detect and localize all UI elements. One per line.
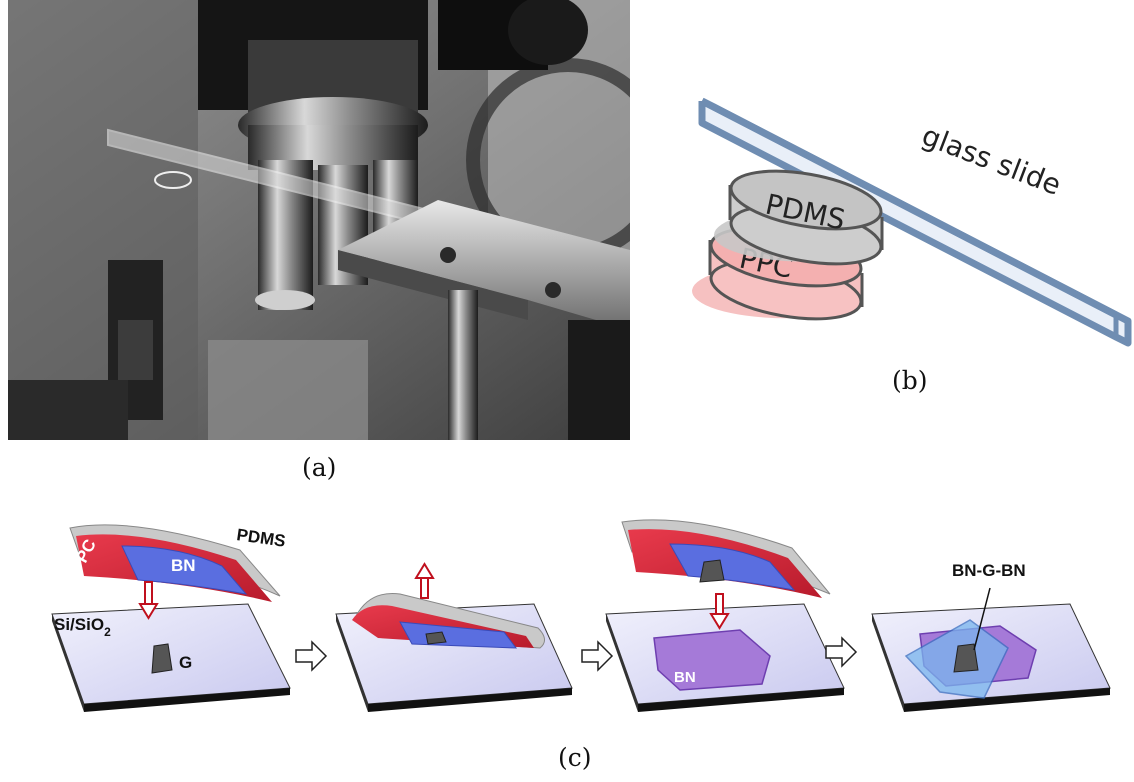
panel-b: glass slide PPC PDMS [680, 85, 1134, 355]
panel-b-caption: (b) [892, 366, 928, 395]
down-arrow-icon [138, 581, 159, 620]
step-arrow-icon [581, 640, 614, 672]
panel-a-caption: (a) [302, 453, 337, 482]
up-arrow-icon [414, 562, 435, 599]
step-4 [871, 587, 1111, 712]
step-1 [51, 524, 291, 712]
glass-slide [702, 101, 1128, 343]
panel-c: PDMS PPC BN Si/SiO2 G [40, 498, 1134, 728]
stamp-schematic: glass slide PPC PDMS [692, 97, 1132, 347]
bn-label-step3: BN [674, 669, 696, 686]
panel-a [8, 0, 670, 440]
pdms-cylinder [714, 169, 884, 266]
substrate-label: Si/SiO2 [54, 615, 111, 639]
glass-slide-label: glass slide [917, 119, 1065, 202]
transfer-process: PDMS PPC BN Si/SiO2 G [51, 519, 1111, 712]
step-arrow-icon [825, 636, 858, 668]
ppc-cylinder [692, 226, 864, 321]
step-3 [605, 519, 845, 712]
down-arrow-icon [709, 593, 730, 630]
graphene-label: G [179, 653, 192, 672]
bn-label-step1: BN [171, 556, 196, 575]
step-2 [335, 562, 573, 712]
step-arrow-icon [295, 640, 328, 672]
microscope-photo [8, 0, 670, 440]
panel-c-caption: (c) [558, 743, 592, 772]
result-label: BN-G-BN [952, 561, 1026, 580]
pointer-line [973, 587, 991, 651]
pdms-label-c: PDMS [235, 525, 286, 551]
